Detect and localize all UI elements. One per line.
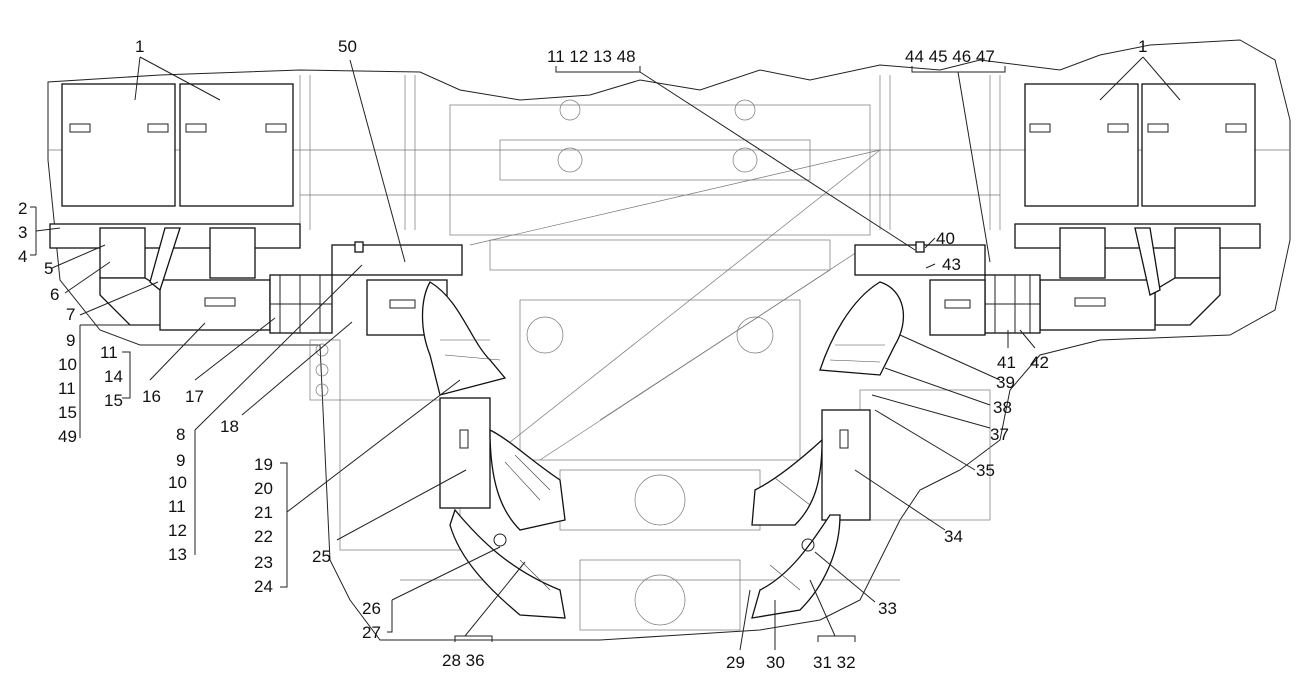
label-27: 27 (362, 623, 381, 642)
label-25: 25 (312, 547, 331, 566)
label-14: 14 (104, 367, 123, 386)
label-26: 26 (362, 599, 381, 618)
right-pipe-assembly (751, 281, 905, 619)
label-30: 30 (766, 653, 785, 672)
label-23: 23 (254, 553, 273, 572)
label-3: 3 (18, 223, 27, 242)
label-21: 21 (254, 503, 273, 522)
label-24: 24 (254, 577, 273, 596)
label-49: 49 (58, 427, 77, 446)
label-37: 37 (990, 425, 1009, 444)
label-33: 33 (878, 599, 897, 618)
label-42: 42 (1030, 353, 1049, 372)
label-28-36: 28 36 (442, 651, 485, 670)
label-8: 8 (176, 425, 185, 444)
label-9b: 9 (176, 451, 185, 470)
label-1-left: 1 (135, 37, 144, 56)
label-4: 4 (18, 247, 27, 266)
label-11a: 11 (100, 343, 118, 362)
label-20: 20 (254, 479, 273, 498)
label-6: 6 (50, 285, 59, 304)
label-41: 41 (997, 353, 1016, 372)
label-1-right: 1 (1138, 37, 1147, 56)
left-pipe-assembly (421, 281, 566, 619)
label-35: 35 (976, 461, 995, 480)
label-17: 17 (185, 387, 204, 406)
label-10a: 10 (58, 355, 77, 374)
label-top-center: 11 12 13 48 (547, 47, 636, 66)
label-11b: 11 (58, 379, 76, 398)
label-11c: 11 (168, 497, 186, 516)
label-7: 7 (66, 305, 75, 324)
label-34: 34 (944, 527, 963, 546)
label-15b: 15 (58, 403, 77, 422)
label-50: 50 (338, 37, 357, 56)
label-18: 18 (220, 417, 239, 436)
chassis-outline (47, 39, 1291, 641)
label-2: 2 (18, 199, 27, 218)
callout-labels: 1 1 50 11 12 13 48 44 45 46 47 2 3 4 5 6… (18, 37, 1147, 672)
label-13: 13 (168, 545, 187, 564)
right-module-pair (854, 83, 1261, 336)
left-module-pair (49, 83, 463, 336)
label-12: 12 (168, 521, 187, 540)
label-31-32: 31 32 (813, 653, 856, 672)
leader-lines (30, 56, 1181, 651)
label-43: 43 (942, 255, 961, 274)
label-40: 40 (936, 229, 955, 248)
label-16: 16 (142, 387, 161, 406)
label-39: 39 (996, 373, 1015, 392)
label-19: 19 (254, 455, 273, 474)
label-top-right: 44 45 46 47 (905, 47, 995, 66)
label-38: 38 (993, 398, 1012, 417)
label-9a: 9 (66, 331, 75, 350)
label-22: 22 (254, 527, 273, 546)
label-10b: 10 (168, 473, 187, 492)
label-29: 29 (726, 653, 745, 672)
label-5: 5 (44, 259, 53, 278)
label-15a: 15 (104, 391, 123, 410)
